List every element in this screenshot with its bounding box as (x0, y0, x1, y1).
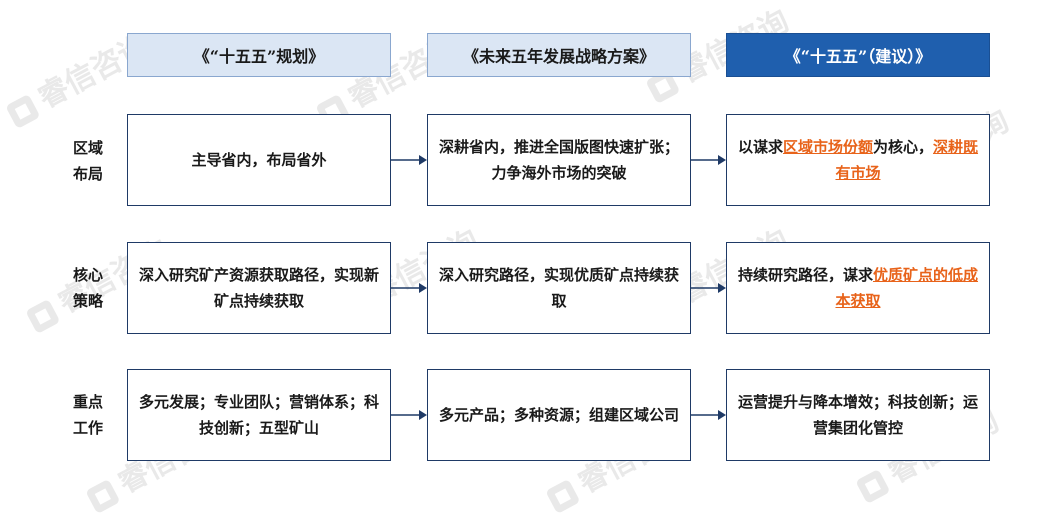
arrow-row1-b (691, 155, 726, 165)
cell-regional-proposal: 以谋求区域市场份额为核心，深耕既有市场 (726, 114, 990, 206)
cell-keywork-proposal: 运营提升与降本增效；科技创新；运营集团化管控 (726, 369, 990, 461)
watermark-logo-icon (545, 478, 581, 514)
cell-regional-plan: 主导省内，布局省外 (127, 114, 391, 206)
cell-core-proposal: 持续研究路径，谋求优质矿点的低成本获取 (726, 242, 990, 334)
watermark-logo-icon (855, 468, 891, 504)
watermark-logo-icon (25, 298, 61, 334)
arrow-row3-b (691, 410, 726, 420)
watermark-logo-icon (5, 93, 41, 129)
arrow-row2-a (391, 283, 427, 293)
header-plan-15th: 《“十五五”规划》 (127, 33, 391, 77)
cell-keywork-strategy: 多元产品；多种资源；组建区域公司 (427, 369, 691, 461)
row-label-key-work: 重点 工作 (72, 393, 103, 437)
cell-regional-strategy: 深耕省内，推进全国版图快速扩张；力争海外市场的突破 (427, 114, 691, 206)
row-label-core-strategy: 核心 策略 (72, 266, 103, 310)
arrow-row1-a (391, 155, 427, 165)
watermark-logo-icon (85, 478, 121, 514)
header-proposal: 《“十五五”（建议）》 (726, 33, 990, 77)
cell-core-strategy: 深入研究路径，实现优质矿点持续获取 (427, 242, 691, 334)
arrow-row3-a (391, 410, 427, 420)
arrow-row2-b (691, 283, 726, 293)
header-strategy-plan: 《未来五年发展战略方案》 (427, 33, 691, 77)
row-label-regional-layout: 区域 布局 (72, 139, 103, 183)
cell-core-plan: 深入研究矿产资源获取路径，实现新矿点持续获取 (127, 242, 391, 334)
cell-keywork-plan: 多元发展；专业团队；营销体系；科技创新；五型矿山 (127, 369, 391, 461)
